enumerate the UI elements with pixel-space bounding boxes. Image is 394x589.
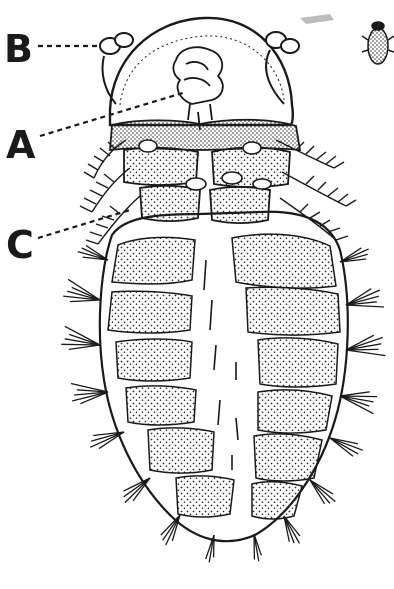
segment-plate [116, 339, 192, 381]
seta [340, 392, 370, 396]
segment-plate [258, 390, 332, 433]
head-inner-shade [120, 36, 284, 105]
antenna-left-segment [115, 33, 133, 47]
segment-plate [246, 287, 340, 335]
seta [163, 515, 180, 540]
print-smudge [300, 14, 334, 24]
abdominal-segments [108, 234, 340, 519]
seta [346, 350, 386, 356]
segment-plate [232, 234, 336, 288]
segment-plate [176, 476, 234, 517]
seta [310, 480, 335, 502]
seta [70, 300, 100, 302]
seta [310, 480, 330, 503]
segment-plate [252, 482, 302, 519]
segment-plate [148, 428, 214, 473]
seta [125, 478, 150, 503]
seta [69, 345, 100, 349]
segment-plate [108, 291, 192, 333]
seta [69, 334, 100, 345]
label-c: C [6, 223, 34, 267]
antenna-right-segment [281, 39, 299, 53]
segment-plate [126, 386, 196, 425]
leader-line-c [38, 210, 130, 238]
segment-plate [112, 237, 195, 284]
label-b: B [4, 27, 33, 71]
thorax [110, 120, 300, 223]
seta [310, 480, 325, 504]
label-a: A [6, 123, 36, 167]
small-specimen [362, 22, 394, 64]
segment-plate [254, 434, 322, 481]
seta [340, 396, 369, 406]
head-capsule [110, 18, 293, 125]
segment-plate [258, 338, 338, 387]
seta [346, 337, 383, 350]
seta [346, 349, 379, 350]
antennae [100, 32, 299, 104]
seta [346, 305, 384, 307]
seta [330, 438, 363, 450]
mouthparts [173, 47, 222, 130]
